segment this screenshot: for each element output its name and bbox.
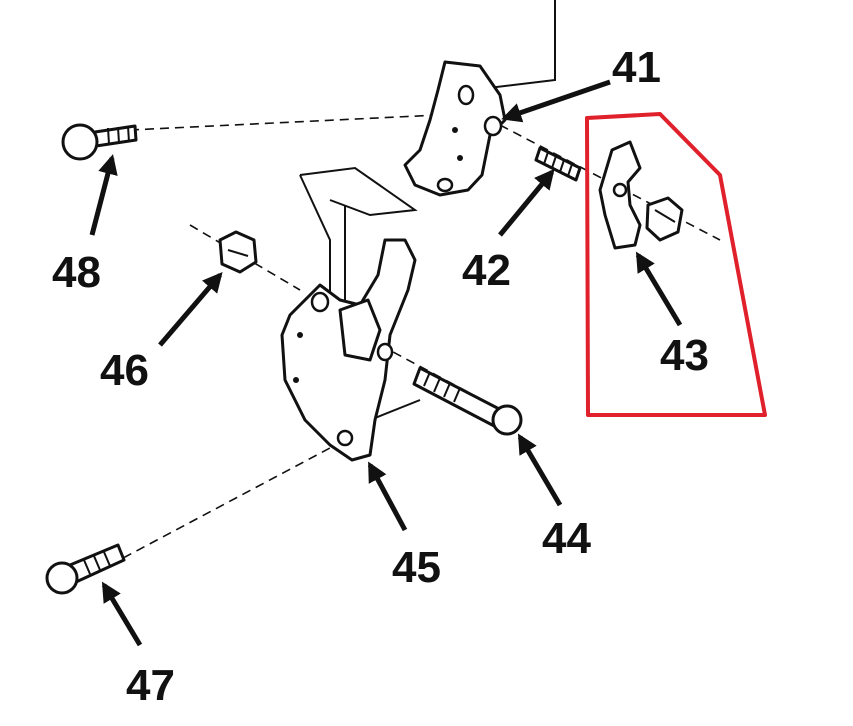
highlight-box-43 <box>585 112 767 417</box>
leader-arrows <box>89 79 683 647</box>
callout-45: 45 <box>392 543 441 592</box>
callout-labels: 41 42 43 44 45 46 47 48 <box>52 43 709 710</box>
lower-bolt-47 <box>45 543 126 595</box>
nut-46 <box>218 230 258 274</box>
retaining-clip-43 <box>598 140 684 250</box>
callout-42: 42 <box>462 246 511 295</box>
pivot-bolt-44 <box>412 366 523 436</box>
hinge-pin-42 <box>534 146 582 182</box>
upper-hinge-bracket-41 <box>403 60 507 197</box>
callout-43: 43 <box>660 331 709 380</box>
upper-bolt-48 <box>61 123 138 161</box>
callout-48: 48 <box>52 248 101 297</box>
lower-hinge-bracket-45 <box>280 238 417 462</box>
callout-44: 44 <box>542 514 591 563</box>
callout-47: 47 <box>126 661 175 710</box>
callout-46: 46 <box>100 346 149 395</box>
callout-41: 41 <box>612 43 661 92</box>
